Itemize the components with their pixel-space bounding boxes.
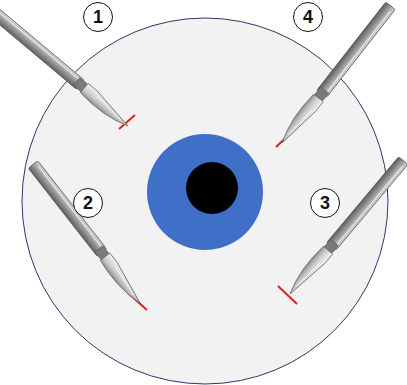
pupil: [186, 162, 238, 214]
callout-circle: 2: [73, 188, 103, 218]
scalpel-symbol: [27, 161, 145, 307]
callout-number: 4: [303, 8, 313, 26]
scalpel-symbol: [277, 1, 395, 147]
scalpel-symbol: [285, 156, 407, 299]
callout-number: 1: [93, 8, 103, 26]
callout-circle: 1: [83, 2, 113, 32]
iris: [147, 134, 263, 250]
callout-circle: 4: [293, 2, 323, 32]
callout-number: 2: [83, 194, 93, 212]
callout-number: 3: [320, 194, 330, 212]
scalpel-symbol: [0, 8, 132, 131]
callout-circle: 3: [310, 188, 340, 218]
